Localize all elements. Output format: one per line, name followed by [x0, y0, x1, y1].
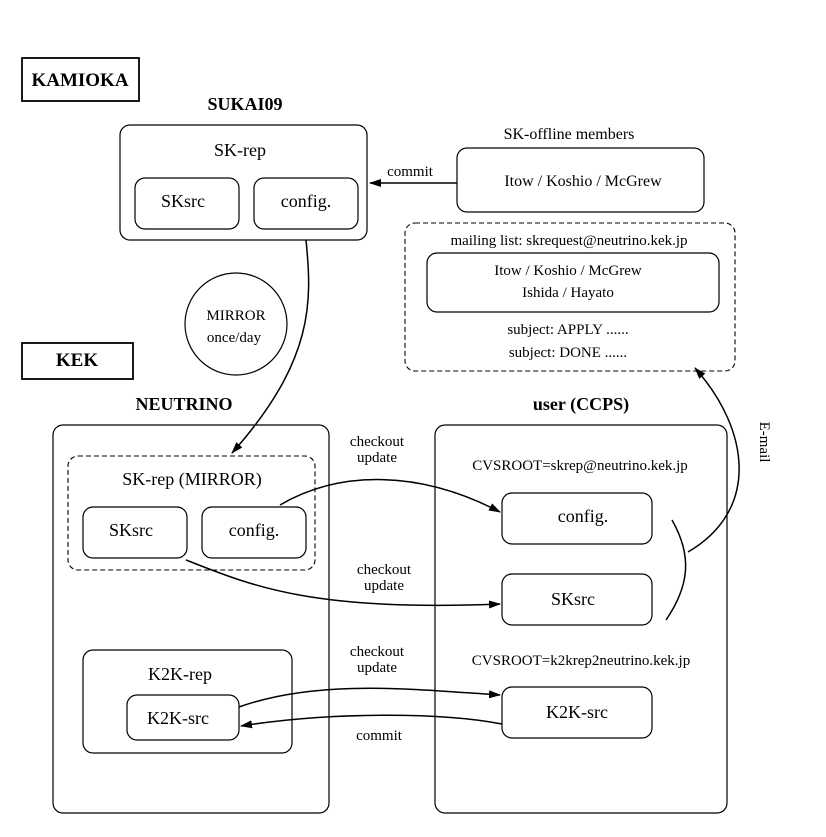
checkout-config-arrow [279, 478, 501, 513]
kamioka-site-label: KAMIOKA [21, 57, 140, 102]
mailing-list-title: mailing list: skrequest@neutrino.kek.jp [450, 233, 687, 249]
sk-rep-title: SK-rep [214, 140, 266, 160]
mirror-arrow [231, 239, 310, 454]
neutrino-host-title: NEUTRINO [135, 394, 232, 414]
svg-text:Itow / Koshio / McGrew: Itow / Koshio / McGrew [494, 263, 642, 279]
svg-text:SKsrc: SKsrc [551, 589, 595, 609]
svg-text:config.: config. [558, 506, 608, 526]
checkout-label-1b: update [357, 450, 397, 466]
sk-rep-mirror-box: SK-rep (MIRROR) [67, 455, 316, 571]
svg-text:K2K-src: K2K-src [546, 702, 608, 722]
checkout-label-2b: update [364, 578, 404, 594]
k2k-rep-box: K2K-rep [82, 649, 293, 754]
svg-text:Itow / Koshio / McGrew: Itow / Koshio / McGrew [504, 173, 662, 190]
svg-text:SKsrc: SKsrc [109, 520, 153, 540]
sk-rep-mirror-title: SK-rep (MIRROR) [122, 469, 262, 490]
user-config-module[interactable]: config. [501, 492, 653, 545]
sk-offline-heading: SK-offline members [504, 126, 635, 143]
k2k-rep-title: K2K-rep [148, 664, 212, 684]
svg-text:once/day: once/day [207, 330, 262, 346]
svg-text:config.: config. [281, 191, 331, 211]
kek-site-label: KEK [21, 342, 134, 380]
checkout-sksrc-arrow [185, 559, 501, 609]
checkout-k2k-arrow [238, 687, 501, 708]
mirror-sksrc-module[interactable]: SKsrc [82, 506, 188, 559]
checkout-label-2a: checkout [357, 562, 412, 578]
cvsroot-sk: CVSROOT=skrep@neutrino.kek.jp [472, 458, 688, 474]
sk-rep-config-module[interactable]: config. [253, 177, 359, 230]
subject-apply: subject: APPLY ...... [507, 322, 628, 338]
neutrino-host-box [52, 424, 330, 814]
commit-label-top: commit [387, 164, 434, 180]
user-host-box [434, 424, 728, 814]
svg-text:config.: config. [229, 520, 279, 540]
svg-text:KAMIOKA: KAMIOKA [31, 70, 128, 91]
mailing-list-box: mailing list: skrequest@neutrino.kek.jp … [404, 222, 736, 372]
user-sksrc-module[interactable]: SKsrc [501, 573, 653, 626]
svg-text:K2K-src: K2K-src [147, 708, 209, 728]
mirror-circle: MIRROR once/day [184, 272, 288, 376]
sk-offline-members-box: Itow / Koshio / McGrew [456, 147, 705, 213]
group-brace [665, 519, 687, 621]
svg-text:SKsrc: SKsrc [161, 191, 205, 211]
commit-label-bottom: commit [356, 728, 403, 744]
k2k-src-module[interactable]: K2K-src [126, 694, 240, 741]
email-arrow [687, 367, 740, 553]
sk-rep-sksrc-module[interactable]: SKsrc [134, 177, 240, 230]
sukai09-host-title: SUKAI09 [207, 94, 282, 114]
checkout-label-3b: update [357, 660, 397, 676]
subject-done: subject: DONE ...... [509, 345, 627, 361]
user-k2k-src-module[interactable]: K2K-src [501, 686, 653, 739]
svg-text:Ishida / Hayato: Ishida / Hayato [522, 285, 614, 301]
svg-text:MIRROR: MIRROR [206, 308, 265, 324]
mirror-config-module[interactable]: config. [201, 506, 307, 559]
svg-text:KEK: KEK [56, 350, 98, 371]
checkout-label-3a: checkout [350, 644, 405, 660]
email-label: E-mail [756, 422, 772, 463]
cvsroot-k2k: CVSROOT=k2krep2neutrino.kek.jp [472, 653, 690, 669]
checkout-label-1a: checkout [350, 434, 405, 450]
sk-rep-box: SK-rep [119, 124, 368, 241]
user-host-title: user (CCPS) [533, 394, 629, 415]
commit-k2k-arrow [240, 714, 503, 729]
